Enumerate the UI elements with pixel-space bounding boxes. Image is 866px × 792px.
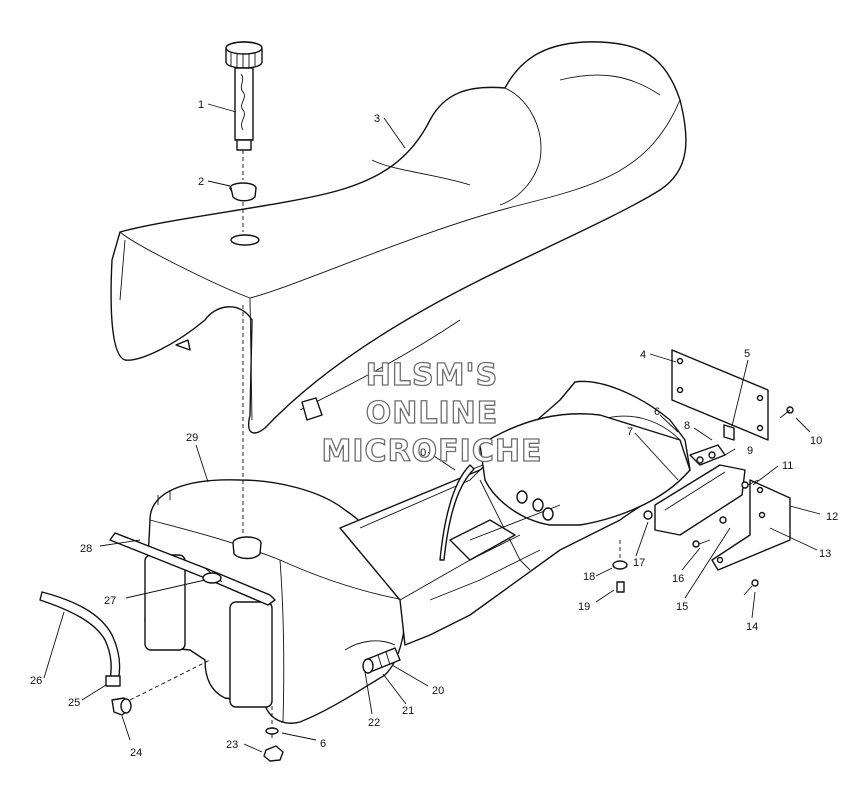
callout-11: 11 — [782, 460, 793, 472]
callout-6-upper: 6 — [654, 406, 660, 418]
cap-grommet — [229, 182, 257, 202]
callout-14: 14 — [746, 621, 758, 633]
callout-9: 9 — [747, 445, 753, 457]
hose-axis — [129, 659, 211, 701]
callout-29: 29 — [186, 432, 198, 444]
callout-30: 30 — [414, 447, 426, 459]
callout-27: 27 — [104, 595, 116, 607]
callout-2: 2 — [198, 176, 204, 188]
callout-28: 28 — [80, 543, 92, 555]
callout-3: 3 — [374, 113, 380, 125]
hose-elbow-fitting — [111, 697, 132, 716]
vent-tube — [109, 532, 276, 606]
license-plate — [671, 349, 769, 441]
watermark-line-2: ONLINE — [366, 396, 499, 431]
seat — [110, 41, 687, 434]
fuel-valve — [362, 647, 401, 674]
callout-17: 17 — [633, 557, 645, 569]
callout-labels: 1 2 3 4 5 6 7 8 9 10 11 12 13 14 15 16 1… — [30, 99, 838, 759]
callout-7: 7 — [627, 426, 633, 438]
watermark-line-3: MICROFICHE — [322, 434, 543, 469]
callout-6-lower: 6 — [320, 738, 326, 750]
callout-12: 12 — [826, 511, 838, 523]
callout-5: 5 — [744, 348, 750, 360]
callout-20: 20 — [432, 685, 444, 697]
callout-4: 4 — [640, 349, 646, 361]
fuel-hose — [39, 591, 121, 687]
tail-light-bracket — [654, 444, 746, 536]
callout-21: 21 — [402, 705, 414, 717]
seat-base-frame — [339, 380, 691, 646]
rod-with-nuts — [469, 490, 561, 541]
callout-1: 1 — [198, 99, 204, 111]
callout-18: 18 — [583, 571, 595, 583]
small-hardware — [612, 406, 794, 596]
callout-8: 8 — [684, 420, 690, 432]
watermark: HLSM'S ONLINE MICROFICHE — [321, 357, 543, 469]
callout-19: 19 — [578, 601, 590, 613]
callout-15: 15 — [676, 601, 688, 613]
callout-22: 22 — [368, 717, 380, 729]
callout-26: 26 — [30, 675, 42, 687]
cable — [439, 464, 475, 561]
callout-23: 23 — [226, 739, 238, 751]
tail-light-housing — [711, 479, 791, 571]
drain-nut — [263, 727, 284, 762]
callout-25: 25 — [68, 697, 80, 709]
callout-13: 13 — [819, 548, 831, 560]
watermark-line-1: HLSM'S — [366, 358, 498, 393]
leader-lines — [43, 103, 821, 753]
fuel-cap-with-gauge — [225, 41, 263, 151]
callout-24: 24 — [130, 747, 142, 759]
fuel-tank — [144, 479, 407, 724]
callout-16: 16 — [672, 573, 684, 585]
callout-10: 10 — [810, 435, 822, 447]
